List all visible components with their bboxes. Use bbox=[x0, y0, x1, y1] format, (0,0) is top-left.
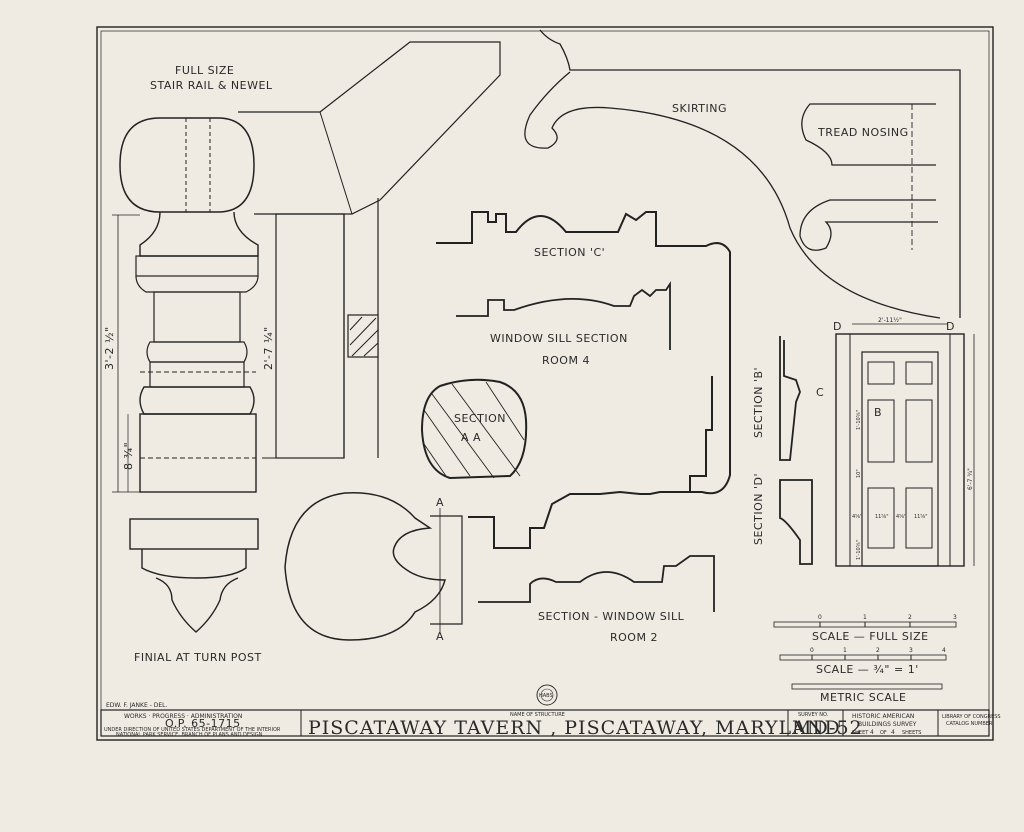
room-2-label: ROOM 2 bbox=[610, 631, 658, 644]
finial-drawing: FINIAL AT TURN POST bbox=[129, 518, 262, 664]
scale-full-tick-1: 1 bbox=[863, 614, 867, 621]
sheets-word: SHEETS bbox=[902, 730, 921, 736]
under-direction-1: UNDER DIRECTION OF UNITED STATES DEPARTM… bbox=[104, 727, 281, 733]
door-mark-b: B bbox=[874, 406, 882, 419]
door-width-dim: 2'-11½" bbox=[878, 317, 902, 324]
sheet-word: SHEET bbox=[852, 730, 869, 736]
door-dim-w2: 11⅝" bbox=[875, 514, 889, 520]
sheet-number: 4 bbox=[870, 729, 874, 736]
sheet-total: 4 bbox=[891, 729, 895, 736]
under-direction-2: NATIONAL PARK SERVICE, BRANCH OF PLANS A… bbox=[116, 732, 263, 738]
op-number: O.P. 65-1715 bbox=[165, 717, 241, 730]
scale-full-tick-3: 3 bbox=[953, 614, 957, 621]
outer-border bbox=[96, 26, 994, 741]
habs-stamp: HABS bbox=[536, 684, 558, 706]
scale-quarter-tick-1: 1 bbox=[843, 647, 847, 654]
scales: 0 1 2 3 SCALE — FULL SIZE 0 1 2 3 4 SCAL… bbox=[773, 614, 957, 704]
door-elevation: 2'-11½" D D C B 6'-7 ¾" 10" 1'-10⅝" 1'-1… bbox=[816, 317, 975, 567]
scale-quarter-tick-4: 4 bbox=[942, 647, 946, 654]
habs-line-2: BUILDINGS SURVEY bbox=[858, 721, 917, 728]
door-mark-d1: D bbox=[833, 320, 842, 333]
base-height-dim: 8 ¾" bbox=[122, 442, 135, 470]
habs-line-1: HISTORIC AMERICAN bbox=[852, 713, 914, 720]
window-sill-room2: SECTION - WINDOW SILL ROOM 2 bbox=[468, 490, 715, 644]
section-aa-label-2: A A bbox=[461, 431, 481, 444]
credit-line-2: CATALOG NUMBER bbox=[946, 721, 993, 727]
section-window-sill-label: SECTION - WINDOW SILL bbox=[538, 610, 685, 623]
scale-full-tick-2: 2 bbox=[908, 614, 912, 621]
room-4-label: ROOM 4 bbox=[542, 354, 590, 367]
post-height-dim: 2'-7 ¼" bbox=[262, 326, 275, 370]
door-dim-10: 10" bbox=[856, 469, 862, 478]
title-block: EDW. F. JANKE - DEL. WORKS · PROGRESS · … bbox=[100, 702, 1001, 739]
section-d-label: SECTION 'D' bbox=[752, 473, 765, 545]
scale-quarter-tick-2: 2 bbox=[876, 647, 880, 654]
survey-number: MD-52 bbox=[792, 717, 863, 739]
metric-scale-label: METRIC SCALE bbox=[820, 691, 907, 704]
tread-nosing-label: TREAD NOSING bbox=[817, 126, 909, 139]
delineator: EDW. F. JANKE - DEL. bbox=[106, 702, 167, 709]
door-dim-2: 1'-10⅝" bbox=[856, 540, 862, 560]
window-sill-section-label: WINDOW SILL SECTION bbox=[490, 332, 628, 345]
full-size-label: FULL SIZE bbox=[175, 64, 234, 77]
section-aa-label-1: SECTION bbox=[454, 412, 506, 425]
scale-full-label: SCALE — FULL SIZE bbox=[812, 630, 929, 643]
credit-line-1: LIBRARY OF CONGRESS bbox=[942, 714, 1001, 720]
plan-circle: A A bbox=[284, 491, 463, 643]
scale-quarter-tick-3: 3 bbox=[909, 647, 913, 654]
door-dim-1: 1'-10⅝" bbox=[856, 410, 862, 430]
section-b-label: SECTION 'B' bbox=[752, 367, 765, 438]
stair-rail-newel-label: STAIR RAIL & NEWEL bbox=[150, 79, 273, 92]
scale-full-tick-0: 0 bbox=[818, 614, 822, 621]
scale-quarter-label: SCALE — ¾" = 1' bbox=[816, 663, 919, 676]
skirting-drawing: SKIRTING TREAD NOSING bbox=[524, 29, 961, 319]
of-word: OF bbox=[880, 730, 887, 736]
section-c: SECTION 'C' bbox=[436, 211, 731, 495]
structure-name: PISCATAWAY TAVERN , PISCATAWAY, MARYLAND bbox=[308, 717, 841, 739]
section-mark-a-bottom: A bbox=[436, 630, 444, 643]
door-dim-w3: 4⅝" bbox=[896, 514, 906, 520]
newel-drawing: FULL SIZE STAIR RAIL & NEWEL 3'-2 ½" 8 ¾… bbox=[103, 41, 501, 493]
survey-caption: SURVEY NO. bbox=[798, 712, 829, 718]
finial-label: FINIAL AT TURN POST bbox=[134, 651, 262, 664]
scale-quarter-tick-0: 0 bbox=[810, 647, 814, 654]
stamp-text: HABS bbox=[539, 693, 553, 699]
section-aa: SECTION A A bbox=[420, 378, 528, 480]
section-mark-a-top: A bbox=[436, 496, 444, 509]
door-mark-c: C bbox=[816, 386, 824, 399]
skirting-label: SKIRTING bbox=[672, 102, 727, 115]
window-sill-room4: WINDOW SILL SECTION ROOM 4 bbox=[456, 281, 671, 367]
wpa-text: WORKS · PROGRESS · ADMINISTRATION bbox=[124, 713, 242, 720]
door-dim-w4: 11⅝" bbox=[914, 514, 928, 520]
section-b-d: SECTION 'B' SECTION 'D' bbox=[752, 336, 813, 565]
door-dim-w1: 4⅝" bbox=[852, 514, 862, 520]
section-c-label: SECTION 'C' bbox=[534, 246, 605, 259]
newel-height-dim: 3'-2 ½" bbox=[103, 326, 116, 370]
door-mark-d2: D bbox=[946, 320, 955, 333]
door-height-dim: 6'-7 ¾" bbox=[967, 468, 974, 490]
name-caption: NAME OF STRUCTURE bbox=[510, 712, 565, 718]
